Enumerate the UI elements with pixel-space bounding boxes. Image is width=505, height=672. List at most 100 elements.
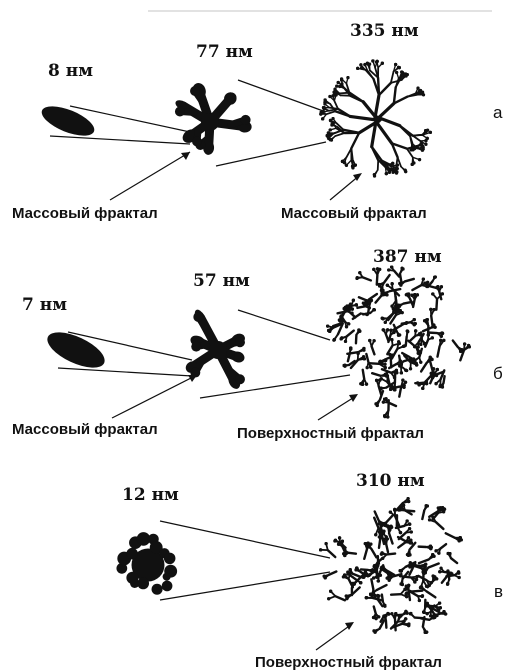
particle (354, 568, 357, 571)
particle (349, 348, 352, 351)
particle (328, 95, 331, 98)
particle (394, 63, 397, 66)
particle (447, 552, 450, 555)
caption-arrow (316, 624, 352, 650)
particle (408, 527, 411, 530)
particle (431, 574, 434, 577)
caption: Поверхностный фрактал (255, 654, 442, 671)
particle (329, 590, 332, 593)
particle (413, 323, 416, 326)
branch (400, 126, 413, 136)
particle (346, 76, 349, 79)
zoom-line-a2-bottom (216, 142, 326, 166)
particle (438, 601, 441, 604)
branch (363, 277, 371, 280)
particle (418, 158, 421, 161)
particle (412, 563, 415, 566)
particle (343, 364, 346, 367)
particle (333, 338, 336, 341)
particle (407, 500, 410, 503)
particle (126, 548, 138, 560)
zoom-line-c-top (160, 521, 330, 558)
particle (386, 328, 389, 331)
particle (126, 572, 138, 584)
zoom-line-a1-bottom (50, 136, 190, 144)
particle (372, 576, 375, 579)
branch (377, 123, 392, 143)
particle (404, 617, 407, 620)
particle (395, 310, 398, 313)
particle (389, 388, 392, 391)
particle (439, 606, 442, 609)
particle (331, 117, 334, 120)
branch (387, 345, 392, 354)
particle (375, 379, 378, 382)
caption: Массовый фрактал (281, 205, 427, 222)
branch (364, 549, 367, 559)
particle (162, 581, 173, 592)
particle (349, 568, 352, 571)
particle (429, 131, 432, 134)
particle (347, 322, 350, 325)
branch (371, 549, 376, 557)
branch (384, 275, 390, 283)
particle (373, 596, 376, 599)
branch (443, 376, 444, 383)
particle (398, 66, 401, 69)
particle (425, 630, 428, 633)
particle (419, 142, 422, 145)
caption-arrow (112, 376, 195, 418)
particle (431, 336, 434, 339)
particle (372, 339, 375, 342)
particle (319, 113, 322, 116)
particle (444, 612, 447, 615)
row-label: в (494, 582, 503, 601)
branch (386, 544, 388, 552)
branch (395, 620, 396, 631)
particle (429, 544, 432, 547)
branch (353, 574, 360, 577)
caption-arrow (318, 396, 356, 420)
particle (372, 629, 375, 632)
particle (382, 400, 385, 403)
particle (329, 128, 332, 131)
particle (334, 90, 337, 93)
size-label: 387 нм (373, 247, 442, 267)
particle (322, 106, 325, 109)
particle (424, 604, 427, 607)
particle (190, 86, 200, 96)
branch (378, 556, 379, 566)
particle (235, 374, 245, 384)
particle (340, 78, 343, 81)
particle (378, 379, 381, 382)
row-label: а (493, 103, 503, 122)
particle (409, 541, 412, 544)
branch (412, 591, 422, 592)
branch (387, 554, 395, 555)
particle (363, 63, 366, 66)
branch (446, 533, 455, 537)
particle (358, 330, 361, 333)
branch (388, 335, 390, 342)
particle (368, 62, 371, 65)
particle (331, 122, 334, 125)
particle (369, 593, 372, 596)
branch (386, 515, 393, 522)
particle (340, 337, 343, 340)
particle (383, 415, 386, 418)
particle (365, 382, 368, 385)
particle (376, 594, 379, 597)
particle (426, 612, 429, 615)
particle (424, 563, 427, 566)
particle (400, 363, 403, 366)
particle (425, 585, 428, 588)
particle (407, 622, 410, 625)
particle (390, 526, 393, 529)
particle (437, 552, 440, 555)
particle (343, 554, 346, 557)
particle (418, 89, 421, 92)
branch (371, 579, 373, 589)
particle (368, 306, 371, 309)
caption: Массовый фрактал (12, 421, 158, 438)
